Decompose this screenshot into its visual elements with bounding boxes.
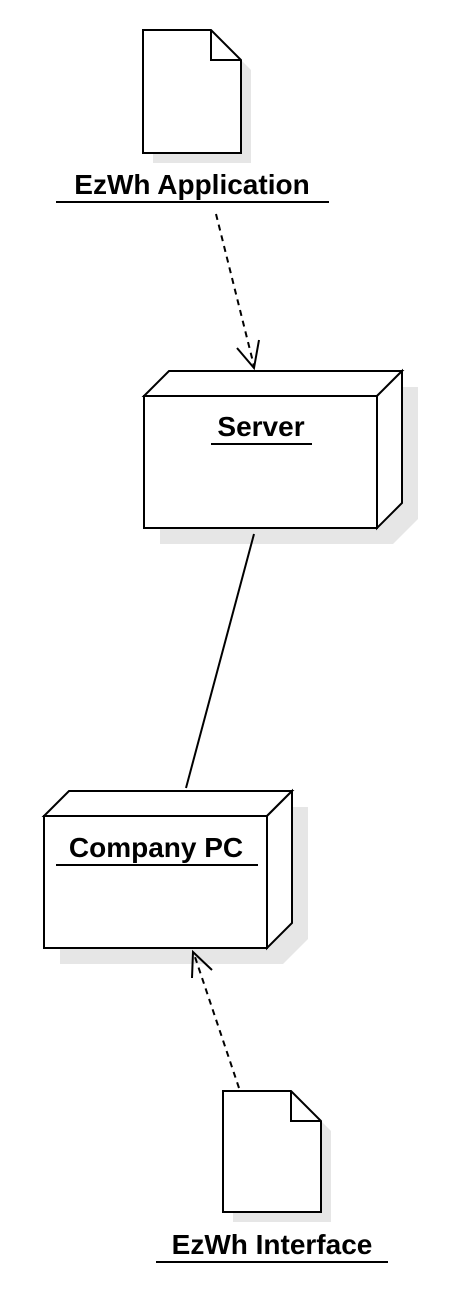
association-line: [185, 533, 255, 789]
dashed-dependency-line: [215, 213, 255, 367]
artifact-ezwh-application[interactable]: EzWh Application: [56, 29, 329, 203]
node-label: Server: [217, 411, 304, 442]
node-top-face: [141, 370, 405, 397]
artifact-label: EzWh Interface: [172, 1229, 373, 1260]
node-side-face: [376, 368, 403, 531]
open-arrowhead-icon: [191, 949, 213, 979]
node-front-face: [43, 815, 268, 949]
connector-server-company-pc[interactable]: [185, 533, 255, 789]
document-fold: [210, 30, 241, 61]
artifact-label: EzWh Application: [74, 169, 309, 200]
node-side-face: [266, 788, 293, 951]
node-top-face: [41, 790, 295, 817]
artifact-ezwh-interface[interactable]: EzWh Interface: [156, 1090, 388, 1263]
dashed-dependency-line: [193, 953, 240, 1089]
connector-interface-company-pc[interactable]: [191, 949, 240, 1089]
node-company-pc[interactable]: Company PC: [41, 788, 308, 964]
document-icon: [142, 29, 242, 154]
connector-application-server[interactable]: [215, 213, 260, 371]
document-fold: [290, 1091, 321, 1122]
open-arrowhead-icon: [236, 339, 260, 371]
node-server[interactable]: Server: [141, 368, 418, 544]
document-icon: [222, 1090, 322, 1213]
node-label: Company PC: [69, 832, 243, 863]
